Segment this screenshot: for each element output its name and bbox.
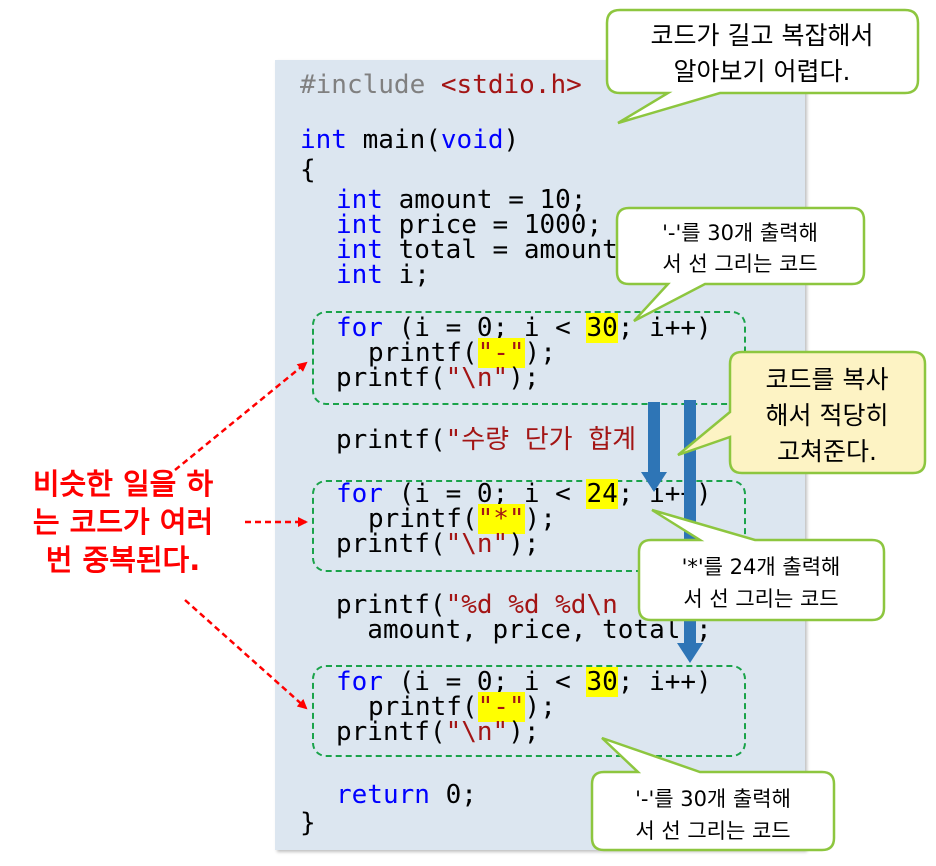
keyword-return: return: [336, 780, 430, 810]
keyword-int: int: [336, 235, 383, 265]
printf-end: );: [508, 529, 540, 559]
code-line-for-3: for (i = 0; i < 30; i++): [336, 667, 712, 697]
duplication-label: 비슷한 일을 하 는 코드가 여러 번 중복된다.: [8, 465, 238, 579]
keyword-int: int: [336, 260, 383, 290]
for3-tail: ; i++): [617, 667, 712, 697]
keyword-for: for: [336, 313, 383, 343]
callout-dash-line-2: '-'를 30개 출력해 서 선 그리는 코드: [590, 736, 836, 852]
for1-tail: ; i++): [617, 313, 712, 343]
printf-end: );: [508, 363, 540, 393]
callout-star-line: '*'를 24개 출력해 서 선 그리는 코드: [637, 508, 886, 622]
printf-call: printf(: [336, 425, 446, 455]
decl-total: total = amount: [382, 235, 618, 265]
callout-dash1-line-1: '-'를 30개 출력해: [662, 221, 818, 245]
code-line-return: return 0;: [336, 780, 477, 810]
code-line-printf-dash-2: printf("-");: [368, 692, 556, 722]
code-line-total: int total = amount: [336, 235, 618, 265]
for3-count: 30: [586, 667, 618, 697]
return-value: 0;: [429, 780, 477, 810]
duplication-label-line-1: 비슷한 일을 하: [32, 467, 214, 501]
dash-string: "-": [477, 338, 525, 368]
for2-count: 24: [586, 479, 618, 509]
code-line-price: int price = 1000;: [336, 210, 602, 240]
callout-complex-line-2: 알아보기 어렵다.: [674, 57, 851, 86]
code-line-printf-nl-1: printf("\n");: [336, 363, 540, 393]
include-directive: #include: [300, 70, 426, 100]
red-arrow-to-block-1: [174, 361, 308, 471]
callout-complex-code: 코드가 길고 복잡해서 알아보기 어렵다.: [605, 8, 920, 125]
main-paren: ): [503, 125, 520, 155]
code-line-main: int main(void): [300, 125, 519, 155]
blue-copy-arrow-short: [641, 402, 667, 492]
code-line-printf-star: printf("*");: [368, 504, 556, 534]
code-line-printf-nl-2: printf("\n");: [336, 529, 540, 559]
printf-call: printf(: [336, 363, 446, 393]
callout-dash2-line-1: '-'를 30개 출력해: [635, 787, 791, 811]
code-line-include: #include <stdio.h>: [300, 70, 582, 100]
red-arrow-to-block-3: [184, 599, 308, 710]
code-line-printf-header: printf("수량 단가 합계: [336, 425, 636, 455]
decl-amount: amount = 10;: [382, 185, 587, 215]
dashed-box-dash-loop-2: [312, 665, 746, 757]
callout-dash2-line-2: 서 선 그리는 코드: [635, 819, 790, 843]
callout-complex-line-1: 코드가 길고 복잡해서: [651, 21, 874, 50]
dashed-box-star-loop: [312, 480, 746, 572]
star-string: "*": [477, 504, 525, 534]
callout-copy-code: 코드를 복사 해서 적당히 고쳐준다.: [677, 350, 927, 475]
code-line-for-2: for (i = 0; i < 24; i++): [336, 479, 712, 509]
newline-string: "\n": [445, 363, 509, 393]
code-line-amount: int amount = 10;: [336, 185, 586, 215]
format-string: "%d %d %d\n: [445, 590, 618, 620]
printf-end: );: [524, 504, 556, 534]
for1-count: 30: [586, 313, 618, 343]
printf-end: );: [524, 338, 556, 368]
include-header: <stdio.h>: [440, 70, 582, 100]
newline-string: "\n": [445, 529, 509, 559]
code-line-printf-dash-1: printf("-");: [368, 338, 556, 368]
callout-copy-line-2: 해서 적당히: [766, 401, 889, 430]
for2-tail: ; i++): [617, 479, 712, 509]
keyword-for: for: [336, 667, 383, 697]
main-signature: main(: [346, 125, 441, 155]
keyword-int: int: [336, 210, 383, 240]
printf-end: );: [524, 692, 556, 722]
printf-call: printf(: [336, 717, 446, 747]
newline-string: "\n": [445, 717, 509, 747]
printf-call: printf(: [368, 338, 478, 368]
code-line-i: int i;: [336, 260, 430, 290]
code-line-printf-format: printf("%d %d %d\n: [336, 590, 618, 620]
callout-star-line-1: '*'를 24개 출력해: [682, 555, 841, 579]
duplication-label-line-2: 는 코드가 여러: [32, 505, 214, 539]
callout-dash1-line-2: 서 선 그리는 코드: [662, 252, 817, 276]
printf-call: printf(: [336, 590, 446, 620]
decl-price: price = 1000;: [382, 210, 603, 240]
decl-i: i;: [382, 260, 430, 290]
header-string: "수량 단가 합계: [445, 425, 637, 455]
duplication-label-line-3: 번 중복된다.: [45, 543, 201, 577]
printf-end: );: [508, 717, 540, 747]
callout-dash-line-1: '-'를 30개 출력해 서 선 그리는 코드: [615, 206, 866, 323]
keyword-void: void: [440, 125, 504, 155]
printf-call: printf(: [368, 692, 478, 722]
printf-call: printf(: [368, 504, 478, 534]
code-line-printf-nl-3: printf("\n");: [336, 717, 540, 747]
callout-star-line-2: 서 선 그리는 코드: [683, 587, 838, 611]
callout-copy-line-1: 코드를 복사: [766, 365, 889, 394]
callout-copy-line-3: 고쳐준다.: [777, 437, 877, 466]
keyword-int: int: [336, 185, 383, 215]
code-panel: [275, 60, 805, 850]
code-line-brace-close: }: [300, 808, 316, 838]
code-line-brace-open: {: [300, 155, 316, 185]
keyword-int: int: [300, 125, 347, 155]
printf-call: printf(: [336, 529, 446, 559]
dash-string: "-": [477, 692, 525, 722]
keyword-for: for: [336, 479, 383, 509]
